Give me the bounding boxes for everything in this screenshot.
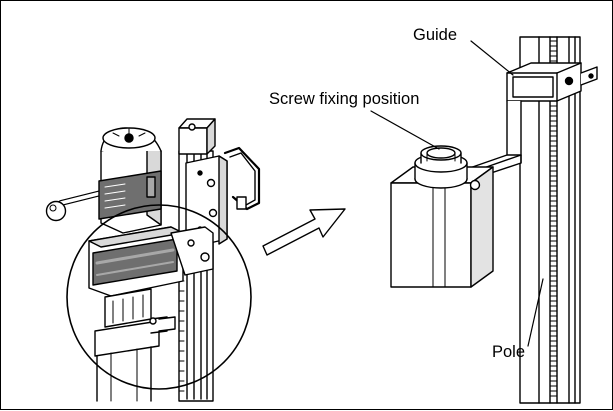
magnifier-circle-icon [66,204,252,390]
carriage [185,155,228,247]
handle-loop [223,146,261,211]
drill-gearbox [88,226,214,297]
drill-assembly [45,118,261,402]
detail-view [390,36,598,404]
pole-cap [178,118,216,155]
arrow-icon [262,208,346,256]
pole-leader [527,278,544,347]
leader-lines [370,40,544,347]
drill-motor [98,127,162,234]
screw-fixing-position-label: Screw fixing position [269,90,420,108]
detail-block [390,145,494,288]
guide-leader [470,40,514,76]
screw-leader [370,110,440,150]
side-lever [45,190,104,222]
pole-label: Pole [492,343,526,361]
drill-chuck [94,288,176,402]
guide-clamp [506,62,598,102]
guide-label: Guide [413,26,458,44]
